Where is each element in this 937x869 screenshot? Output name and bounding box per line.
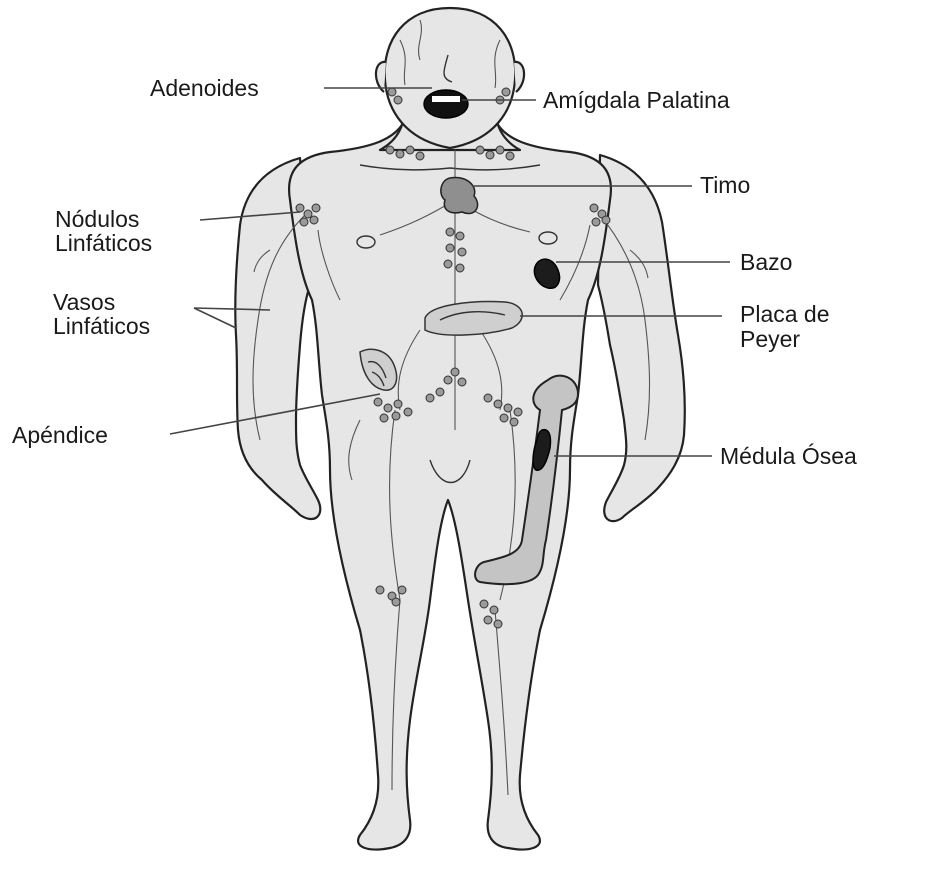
label-timo: Timo: [700, 172, 750, 198]
label-apendice: Apéndice: [12, 422, 108, 448]
open-mouth: [424, 90, 468, 118]
label-vasos-line1: Vasos: [53, 289, 115, 315]
teeth: [432, 96, 460, 102]
label-placa-line2: Peyer: [740, 326, 800, 352]
leader-vasos-b: [194, 308, 236, 328]
right-arm: [598, 155, 685, 521]
label-adenoides: Adenoides: [150, 75, 259, 101]
body-silhouette: [235, 8, 685, 849]
label-nodulos-line2: Linfáticos: [55, 230, 152, 256]
label-medula-osea: Médula Ósea: [720, 443, 857, 469]
label-nodulos-line1: Nódulos: [55, 206, 139, 232]
label-amigdala-palatina: Amígdala Palatina: [543, 87, 730, 113]
label-bazo: Bazo: [740, 249, 792, 275]
label-vasos-line2: Linfáticos: [53, 313, 150, 339]
right-ear: [514, 62, 524, 92]
label-placa-line1: Placa de: [740, 301, 830, 327]
